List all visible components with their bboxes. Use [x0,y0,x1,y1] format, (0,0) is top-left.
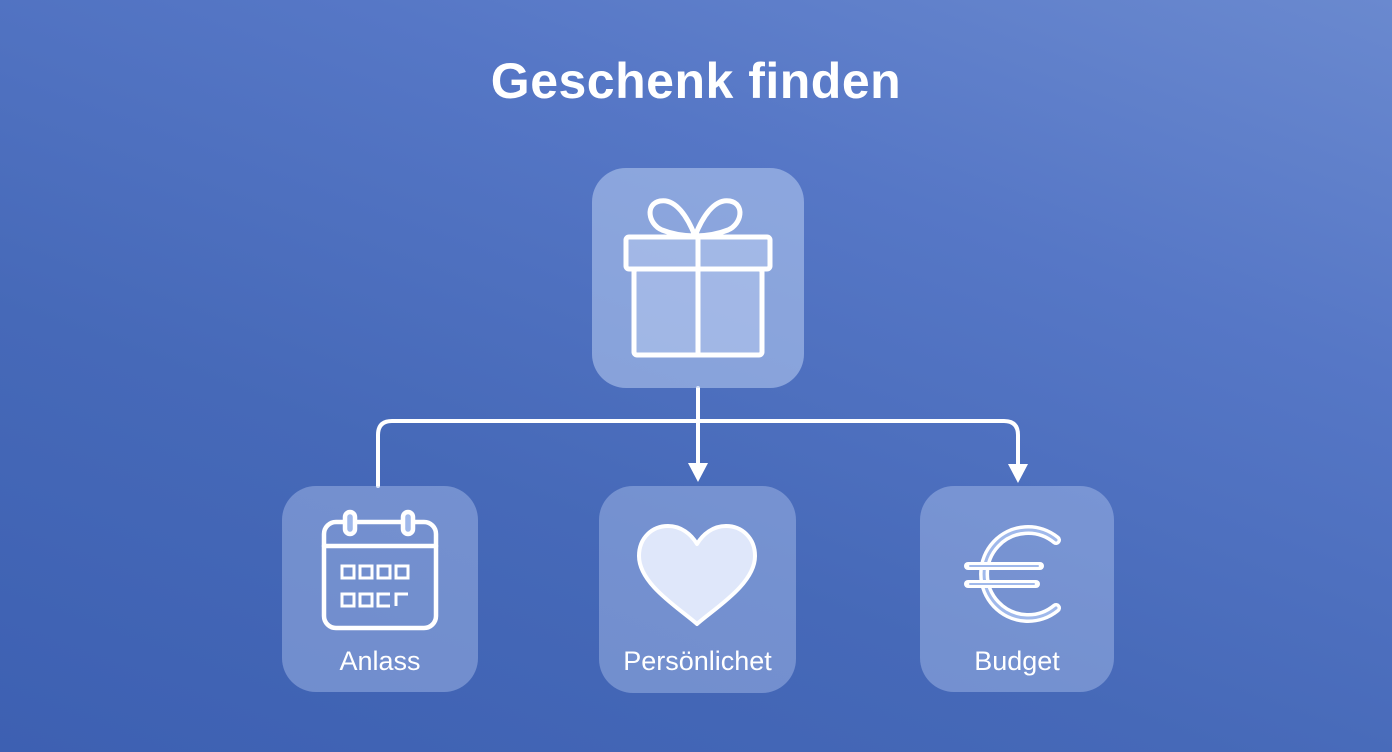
euro-icon [964,525,1061,623]
option-anlass-label: Anlass [339,646,421,676]
option-personlichkeit-label: Persönlichet [623,646,772,676]
arrow-head-center [688,463,708,482]
gift-icon [623,198,773,358]
page-title: Geschenk finden [490,53,902,109]
option-anlass[interactable]: Anlass [282,486,478,692]
arrow-head-right [1008,464,1028,483]
gift-node [592,168,804,388]
calendar-icon [321,509,439,631]
connector-left-branch [376,419,700,488]
heart-icon [637,524,757,626]
connector-right-branch [696,419,1020,468]
option-personlichkeit[interactable]: Persönlichet [599,486,796,693]
option-budget[interactable]: Budget [920,486,1114,692]
option-budget-label: Budget [974,646,1060,676]
